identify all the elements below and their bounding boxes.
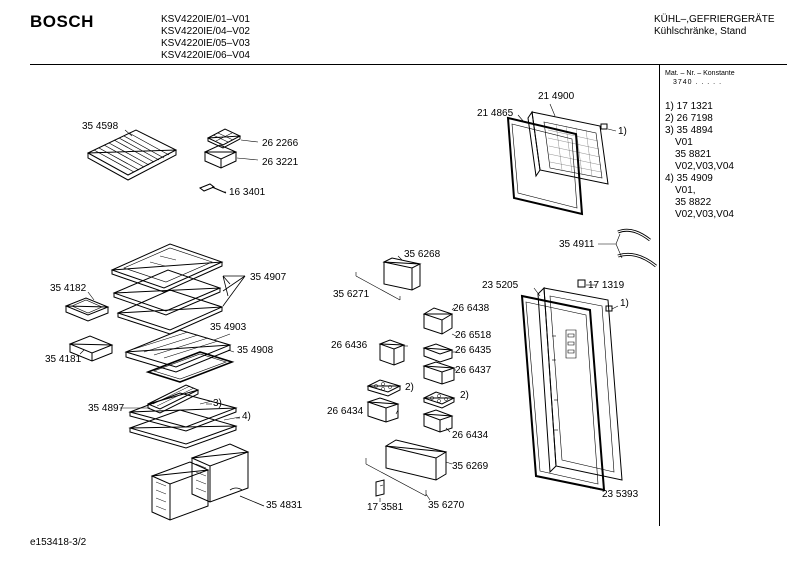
glass-shelves-drawing xyxy=(112,244,245,334)
part-label-173581: 17 3581 xyxy=(367,502,404,513)
part-label-171319: 17 1319 xyxy=(588,280,625,291)
part-label-354598: 35 4598 xyxy=(82,121,119,132)
small-tray-drawing xyxy=(66,298,108,321)
air-louvre-drawing xyxy=(148,385,198,413)
model-item: KSV4220IE/01–V01 xyxy=(161,14,250,25)
part-label-263221: 26 3221 xyxy=(262,157,299,168)
footnote-item: 4) 35 4909 xyxy=(665,173,713,184)
footnote-item: V02,V03,V04 xyxy=(675,209,734,220)
category-title: KÜHL–,GEFRIERGERÄTE Kühlschränke, Stand xyxy=(654,14,775,38)
leader-lines xyxy=(80,104,622,502)
door-handles-drawing xyxy=(618,230,656,266)
footnote-item: V02,V03,V04 xyxy=(675,161,734,172)
small-drawer-drawing xyxy=(70,336,112,361)
part-label-354908: 35 4908 xyxy=(237,345,274,356)
part-label-266436: 26 6436 xyxy=(331,340,368,351)
part-label-266438: 26 6438 xyxy=(453,303,490,314)
door-gasket-drawing xyxy=(508,118,582,214)
part-label-262266: 26 2266 xyxy=(262,138,299,149)
category-line: KÜHL–,GEFRIERGERÄTE xyxy=(654,14,775,25)
footnote-item: V01 xyxy=(675,137,693,148)
footnote-ref-2b: 2) xyxy=(460,390,469,401)
part-label-356271: 35 6271 xyxy=(333,289,370,300)
ice-tray-drawing xyxy=(208,129,240,148)
footnote-list: 1) 17 1321 2) 26 7198 3) 35 4894 V01 35 … xyxy=(665,101,790,221)
part-label-266435: 26 6435 xyxy=(455,345,492,356)
part-label-354181: 35 4181 xyxy=(45,354,82,365)
ice-scraper-drawing xyxy=(200,184,226,193)
part-label-354903: 35 4903 xyxy=(210,322,247,333)
part-label-356270: 35 6270 xyxy=(428,500,465,511)
part-label-266434-right: 26 6434 xyxy=(452,430,489,441)
part-label-235205: 23 5205 xyxy=(482,280,519,291)
footnote-ref-1a: 1) xyxy=(618,126,627,137)
model-item: KSV4220IE/05–V03 xyxy=(161,38,250,49)
brand-logo: BOSCH xyxy=(30,12,94,31)
part-label-356268: 35 6268 xyxy=(404,249,441,260)
footnote-item: 35 8821 xyxy=(675,149,712,160)
part-label-214865: 21 4865 xyxy=(477,108,514,119)
top-rule xyxy=(30,64,787,65)
model-item: KSV4220IE/06–V04 xyxy=(161,50,250,61)
footnote-item: 35 8822 xyxy=(675,197,712,208)
part-label-356269: 35 6269 xyxy=(452,461,489,472)
part-label-235393: 23 5393 xyxy=(602,489,639,500)
sidebar-notes: Mat. – Nr. – Konstante 3740 . . . . . 1)… xyxy=(665,69,790,221)
part-label-354911: 35 4911 xyxy=(559,239,595,250)
footnote-ref-3: 3) xyxy=(213,398,222,409)
crisper-glass-drawing xyxy=(130,393,240,448)
footnote-item: 1) 17 1321 xyxy=(665,101,713,112)
model-item: KSV4220IE/04–V02 xyxy=(161,26,250,37)
wire-shelf-drawing xyxy=(88,130,176,180)
crisper-cover-drawing xyxy=(126,330,232,382)
model-list: KSV4220IE/01–V01 KSV4220IE/04–V02 KSV422… xyxy=(161,14,250,62)
material-header: Mat. – Nr. – Konstante xyxy=(665,70,735,77)
part-label-266518: 26 6518 xyxy=(455,330,492,341)
footnote-ref-1b: 1) xyxy=(620,298,629,309)
part-label-354907: 35 4907 xyxy=(250,272,287,283)
door-shelves-drawing xyxy=(356,258,454,496)
footnote-item: V01, xyxy=(675,185,696,196)
freezer-door-drawing xyxy=(528,112,608,184)
part-label-354831: 35 4831 xyxy=(266,500,303,511)
footnote-item: 2) 26 7198 xyxy=(665,113,713,124)
part-label-354182: 35 4182 xyxy=(50,283,87,294)
crisper-bins-drawing xyxy=(152,444,264,520)
part-label-163401: 16 3401 xyxy=(229,187,266,198)
sidebar-divider xyxy=(659,64,660,526)
constant-value: 3740 . . . . . xyxy=(673,79,723,86)
part-label-214900: 21 4900 xyxy=(538,91,575,102)
footnote-ref-2a: 2) xyxy=(405,382,414,393)
fridge-door-drawing xyxy=(522,280,622,490)
ice-box-drawing xyxy=(205,145,236,168)
document-id: e153418-3/2 xyxy=(30,537,87,548)
footnote-ref-4: 4) xyxy=(242,411,251,422)
part-label-266434-left: 26 6434 xyxy=(327,406,364,417)
part-label-354897: 35 4897 xyxy=(88,403,125,414)
category-line: Kühlschränke, Stand xyxy=(654,26,747,37)
part-label-266437: 26 6437 xyxy=(455,365,492,376)
footnote-item: 3) 35 4894 xyxy=(665,125,713,136)
